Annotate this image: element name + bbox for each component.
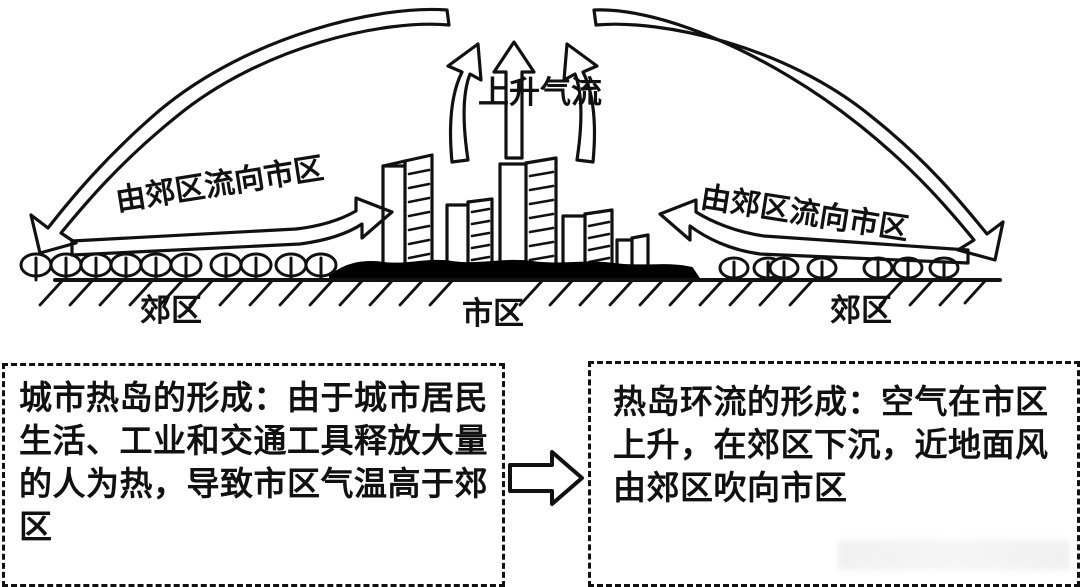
- label-suburb-left: 郊区: [140, 293, 202, 328]
- note-right-text: 热岛环流的形成：空气在市区上升，在郊区下沉，近地面风由郊区吹向市区: [613, 385, 1049, 507]
- trees-suburb-left: [19, 252, 338, 282]
- updraft-arrow-left: [446, 42, 483, 164]
- surface-wind-arrow-left: [70, 196, 394, 257]
- note-left-text: 城市热岛的形成：由于城市居民生活、工业和交通工具释放大量的人为热，导致市区气温高…: [19, 381, 488, 546]
- label-suburb-right: 郊区: [830, 293, 892, 328]
- upper-return-flow-arc-right: [592, 8, 1005, 262]
- note-box-heat-island-formation: 城市热岛的形成：由于城市居民生活、工业和交通工具释放大量的人为热，导致市区气温高…: [2, 363, 505, 587]
- updraft-arrow-center: [492, 40, 536, 160]
- blurred-watermark: [838, 540, 1070, 570]
- label-urban-area: 市区: [462, 296, 524, 331]
- ground-hatching: [38, 279, 987, 307]
- upper-return-flow-arc-left: [29, 7, 451, 255]
- surface-wind-arrow-right: [658, 198, 970, 265]
- right-arrow-icon: [508, 450, 584, 506]
- note-box-circulation-formation: 热岛环流的形成：空气在市区上升，在郊区下沉，近地面风由郊区吹向市区: [588, 361, 1080, 587]
- heat-island-mass: [329, 259, 701, 282]
- updraft-arrow-right: [562, 42, 599, 164]
